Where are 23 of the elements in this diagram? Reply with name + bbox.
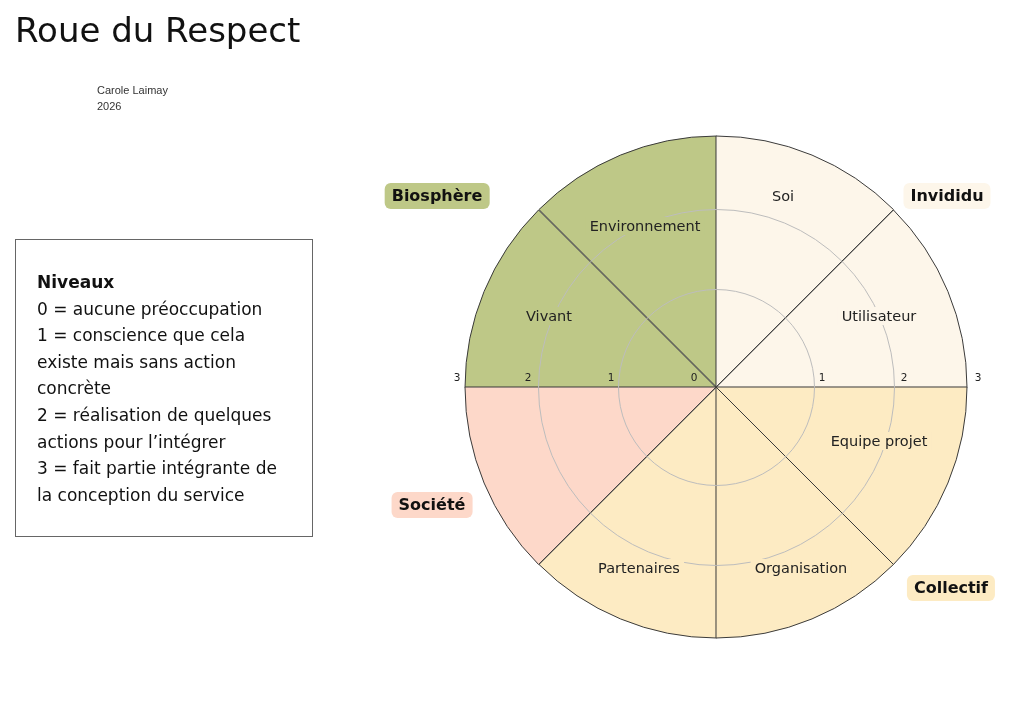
scale-number: 1	[607, 371, 615, 383]
level-description: 1 = conscience que cela existe mais sans action concrète	[37, 324, 247, 401]
scale-number: 3	[453, 371, 461, 383]
scale-number: 0	[690, 371, 698, 383]
wheel-sector	[716, 209, 967, 387]
category-tag: Collectif	[906, 575, 996, 601]
level-description: 0 = aucune préoccupation	[37, 297, 264, 321]
credit-text: 2026	[97, 100, 122, 113]
wheel-sector	[538, 387, 716, 638]
panel-heading: Niveaux	[37, 271, 115, 294]
credit-text: Carole Laimay	[97, 84, 168, 97]
scale-number: 2	[524, 371, 532, 383]
scale-number: 3	[974, 371, 982, 383]
scale-number: 2	[900, 371, 908, 383]
scale-number: 1	[818, 371, 826, 383]
levels-panel	[15, 239, 313, 537]
category-tag: Invididu	[903, 183, 991, 209]
category-tag: Société	[391, 492, 473, 518]
level-description: 3 = fait partie intégrante de la conception du service	[37, 457, 278, 507]
diagram-title: Roue du Respect	[15, 11, 301, 49]
level-description: 2 = réalisation de quelques actions pour l’intégrer	[37, 403, 273, 454]
category-tag: Biosphère	[384, 183, 490, 209]
wheel-sector	[465, 209, 716, 387]
